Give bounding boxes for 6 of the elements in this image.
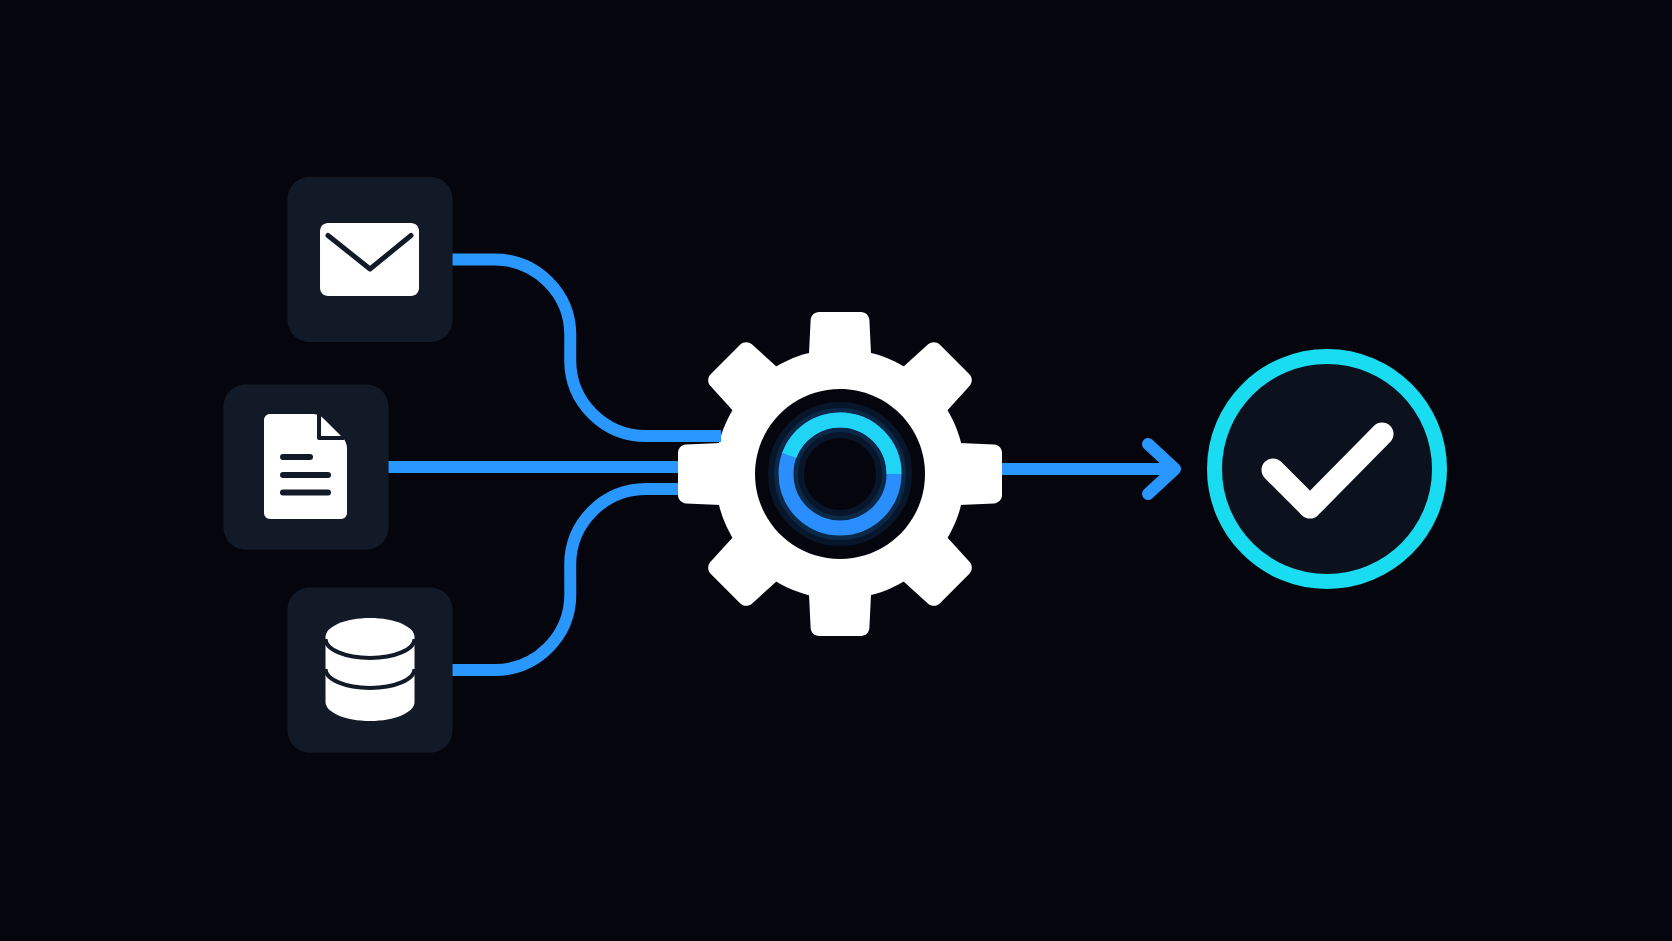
gear-icon	[678, 312, 1002, 636]
connector-line	[452, 483, 678, 676]
connector-line	[388, 461, 678, 473]
connector-line	[452, 253, 721, 442]
check-circle	[1207, 349, 1447, 589]
arrow	[1002, 438, 1181, 500]
